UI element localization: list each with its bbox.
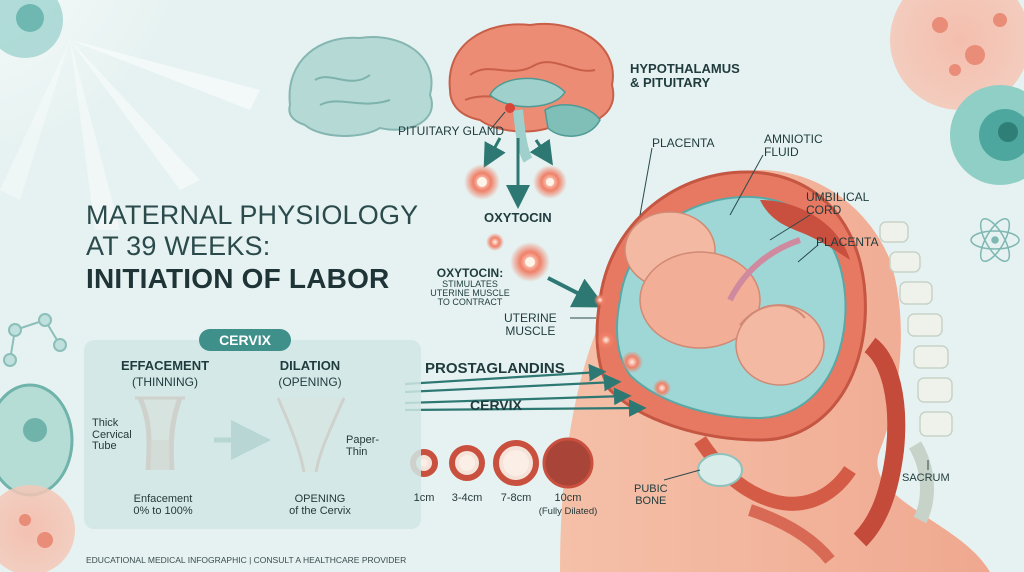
effacement-caption: Enfacement 0% to 100% <box>128 494 198 517</box>
atom-icon <box>971 215 1019 266</box>
pubic-bone-label: PUBIC BONE <box>634 484 668 507</box>
dilation-stage-opening <box>459 455 475 471</box>
bacterium-icon <box>0 385 72 495</box>
cervix-arrow-label: CERVIX <box>470 398 522 413</box>
uterus-illustration <box>560 170 990 572</box>
dilation-title: DILATION (OPENING) <box>270 359 350 388</box>
hypothalamus-label: HYPOTHALAMUS & PITUITARY <box>630 62 740 89</box>
umbilical-cord-label: UMBILICAL CORD <box>806 191 869 216</box>
oxytocin-label: OXYTOCIN <box>484 211 552 225</box>
oxytocin-effect-label: OXYTOCIN: STIMULATES UTERINE MUSCLE TO C… <box>420 267 520 308</box>
cell-bottom-left-icon <box>0 485 75 572</box>
effacement-title: EFFACEMENT (THINNING) <box>120 359 210 388</box>
dilation-stage-circles <box>413 439 592 487</box>
pituitary-gland-label: PITUITARY GLAND <box>398 125 504 138</box>
uterine-muscle-label: UTERINE MUSCLE <box>504 312 557 337</box>
thick-tube-label: Thick Cervical Tube <box>92 418 142 453</box>
prostaglandins-label: PROSTAGLANDINS <box>425 361 565 377</box>
cervix-header: CERVIX <box>199 329 291 351</box>
dilation-stage-label: 10cm(Fully Dilated) <box>536 493 600 517</box>
dilation-stage-circle <box>544 439 592 487</box>
dilation-stage-opening <box>420 459 428 467</box>
placenta-right-label: PLACENTA <box>816 236 878 249</box>
amniotic-fluid-label: AMNIOTIC FLUID <box>764 133 823 158</box>
dilation-stage-opening <box>503 450 529 476</box>
title-line-3: INITIATION OF LABOR <box>86 263 389 295</box>
sacrum-label: SACRUM <box>902 473 950 485</box>
paper-thin-label: Paper- Thin <box>346 435 386 458</box>
opening-caption: OPENING of the Cervix <box>284 494 356 517</box>
placenta-top-label: PLACENTA <box>652 137 714 150</box>
footer-disclaimer: EDUCATIONAL MEDICAL INFOGRAPHIC | CONSUL… <box>86 556 406 565</box>
brain-icon <box>289 24 613 160</box>
oxytocin-to-uterus-arrow <box>548 278 595 302</box>
title-line-1: MATERNAL PHYSIOLOGY <box>86 200 418 231</box>
molecule-icon <box>4 314 66 366</box>
title-line-2: AT 39 WEEKS: <box>86 231 270 262</box>
